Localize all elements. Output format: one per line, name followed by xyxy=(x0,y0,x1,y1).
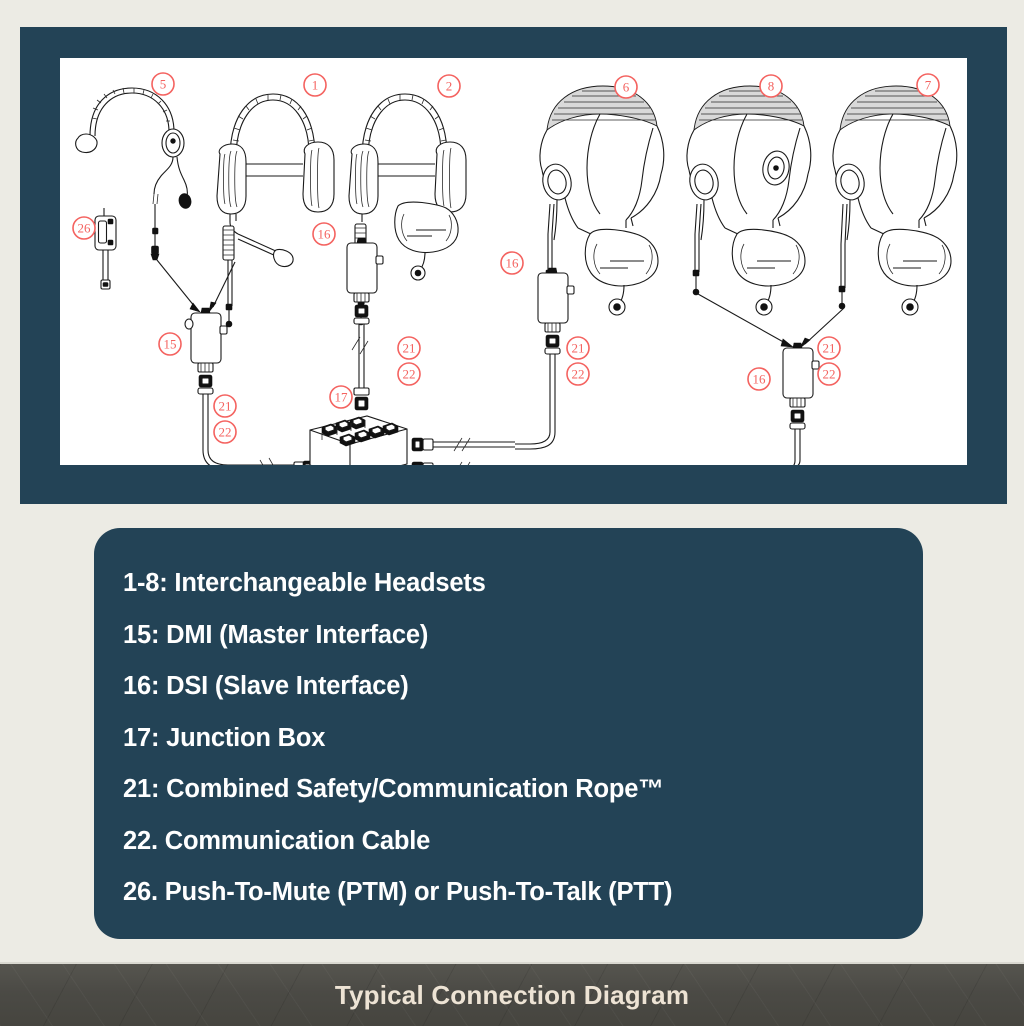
legend-item-ptm-ptt: 26. Push-To-Mute (PTM) or Push-To-Talk (… xyxy=(123,878,673,906)
diagram-white-panel: 5 1 2 6 8 7 26 16 16 16 15 21 22 21 22 2… xyxy=(60,58,967,465)
ptm-ptt-device-26 xyxy=(94,208,117,290)
callout-26-label: 26 xyxy=(78,221,92,236)
callout-21d-label: 21 xyxy=(823,341,836,356)
callout-5[interactable]: 5 xyxy=(151,72,175,96)
callout-22a[interactable]: 22 xyxy=(213,420,237,444)
callout-1[interactable]: 1 xyxy=(303,73,327,97)
legend-item-junction-box: 17: Junction Box xyxy=(123,723,326,752)
callout-26[interactable]: 26 xyxy=(72,216,96,240)
callout-15-label: 15 xyxy=(164,337,177,352)
legend-panel: 1-8: Interchangeable Headsets 15: DMI (M… xyxy=(94,528,923,939)
callout-7[interactable]: 7 xyxy=(916,73,940,97)
junction-box-17 xyxy=(309,415,408,465)
callout-16a[interactable]: 16 xyxy=(312,222,336,246)
headset-7 xyxy=(832,85,958,316)
callout-21c[interactable]: 21 xyxy=(566,336,590,360)
callout-21a[interactable]: 21 xyxy=(213,394,237,418)
callout-16a-label: 16 xyxy=(318,227,332,242)
legend-item-comm-cable: 22. Communication Cable xyxy=(123,826,431,855)
callout-22b-label: 22 xyxy=(403,367,416,382)
callout-17[interactable]: 17 xyxy=(329,385,353,409)
arrows-to-dsi-16c xyxy=(697,293,845,349)
connection-diagram: 5 1 2 6 8 7 26 16 16 16 15 21 22 21 22 2… xyxy=(72,72,958,465)
callout-16b-label: 16 xyxy=(506,256,520,271)
junction-box-output-cables xyxy=(411,437,515,465)
dsi-interface-16b xyxy=(515,267,575,450)
headset-1 xyxy=(216,93,335,328)
legend-item-headsets: 1-8: Interchangeable Headsets xyxy=(123,569,486,597)
callouts: 5 1 2 6 8 7 26 16 16 16 15 21 22 21 22 2… xyxy=(72,72,940,444)
callout-21d[interactable]: 21 xyxy=(817,336,841,360)
callout-8[interactable]: 8 xyxy=(759,74,783,98)
headset-8 xyxy=(686,85,812,316)
callout-16c[interactable]: 16 xyxy=(747,367,771,391)
diagram-frame: 5 1 2 6 8 7 26 16 16 16 15 21 22 21 22 2… xyxy=(20,27,1007,504)
callout-7-label: 7 xyxy=(925,78,932,93)
callout-22b[interactable]: 22 xyxy=(397,362,421,386)
callout-5-label: 5 xyxy=(160,77,167,92)
headset-5 xyxy=(75,87,192,261)
dmi-interface-15 xyxy=(184,307,314,465)
callout-2[interactable]: 2 xyxy=(437,74,461,98)
callout-22c-label: 22 xyxy=(572,367,585,382)
callout-2-label: 2 xyxy=(446,79,453,94)
legend-item-dsi: 16: DSI (Slave Interface) xyxy=(123,672,409,700)
callout-16b[interactable]: 16 xyxy=(500,251,524,275)
callout-6[interactable]: 6 xyxy=(614,75,638,99)
callout-21b-label: 21 xyxy=(403,341,416,356)
callout-15[interactable]: 15 xyxy=(158,332,182,356)
callout-21a-label: 21 xyxy=(219,399,232,414)
legend-item-safety-rope: 21: Combined Safety/Communication Rope™ xyxy=(123,775,664,803)
arrows-to-dmi-15 xyxy=(156,259,236,313)
caption-title: Typical Connection Diagram xyxy=(334,979,690,1010)
callout-21b[interactable]: 21 xyxy=(397,336,421,360)
callout-22d[interactable]: 22 xyxy=(817,362,841,386)
legend-item-dmi: 15: DMI (Master Interface) xyxy=(123,620,429,649)
callout-16c-label: 16 xyxy=(753,372,767,387)
callout-17-label: 17 xyxy=(335,390,349,405)
callout-6-label: 6 xyxy=(623,80,630,95)
dsi-interface-16a xyxy=(346,237,384,411)
callout-22c[interactable]: 22 xyxy=(566,362,590,386)
callout-22d-label: 22 xyxy=(823,367,836,382)
callout-22a-label: 22 xyxy=(219,425,232,440)
caption-bar: Typical Connection Diagram xyxy=(0,962,1024,1026)
callout-21c-label: 21 xyxy=(572,341,585,356)
callout-8-label: 8 xyxy=(768,79,775,94)
dsi-interface-16c xyxy=(782,342,820,465)
headset-2 xyxy=(348,93,467,326)
callout-1-label: 1 xyxy=(312,78,319,93)
headset-6 xyxy=(539,85,665,316)
